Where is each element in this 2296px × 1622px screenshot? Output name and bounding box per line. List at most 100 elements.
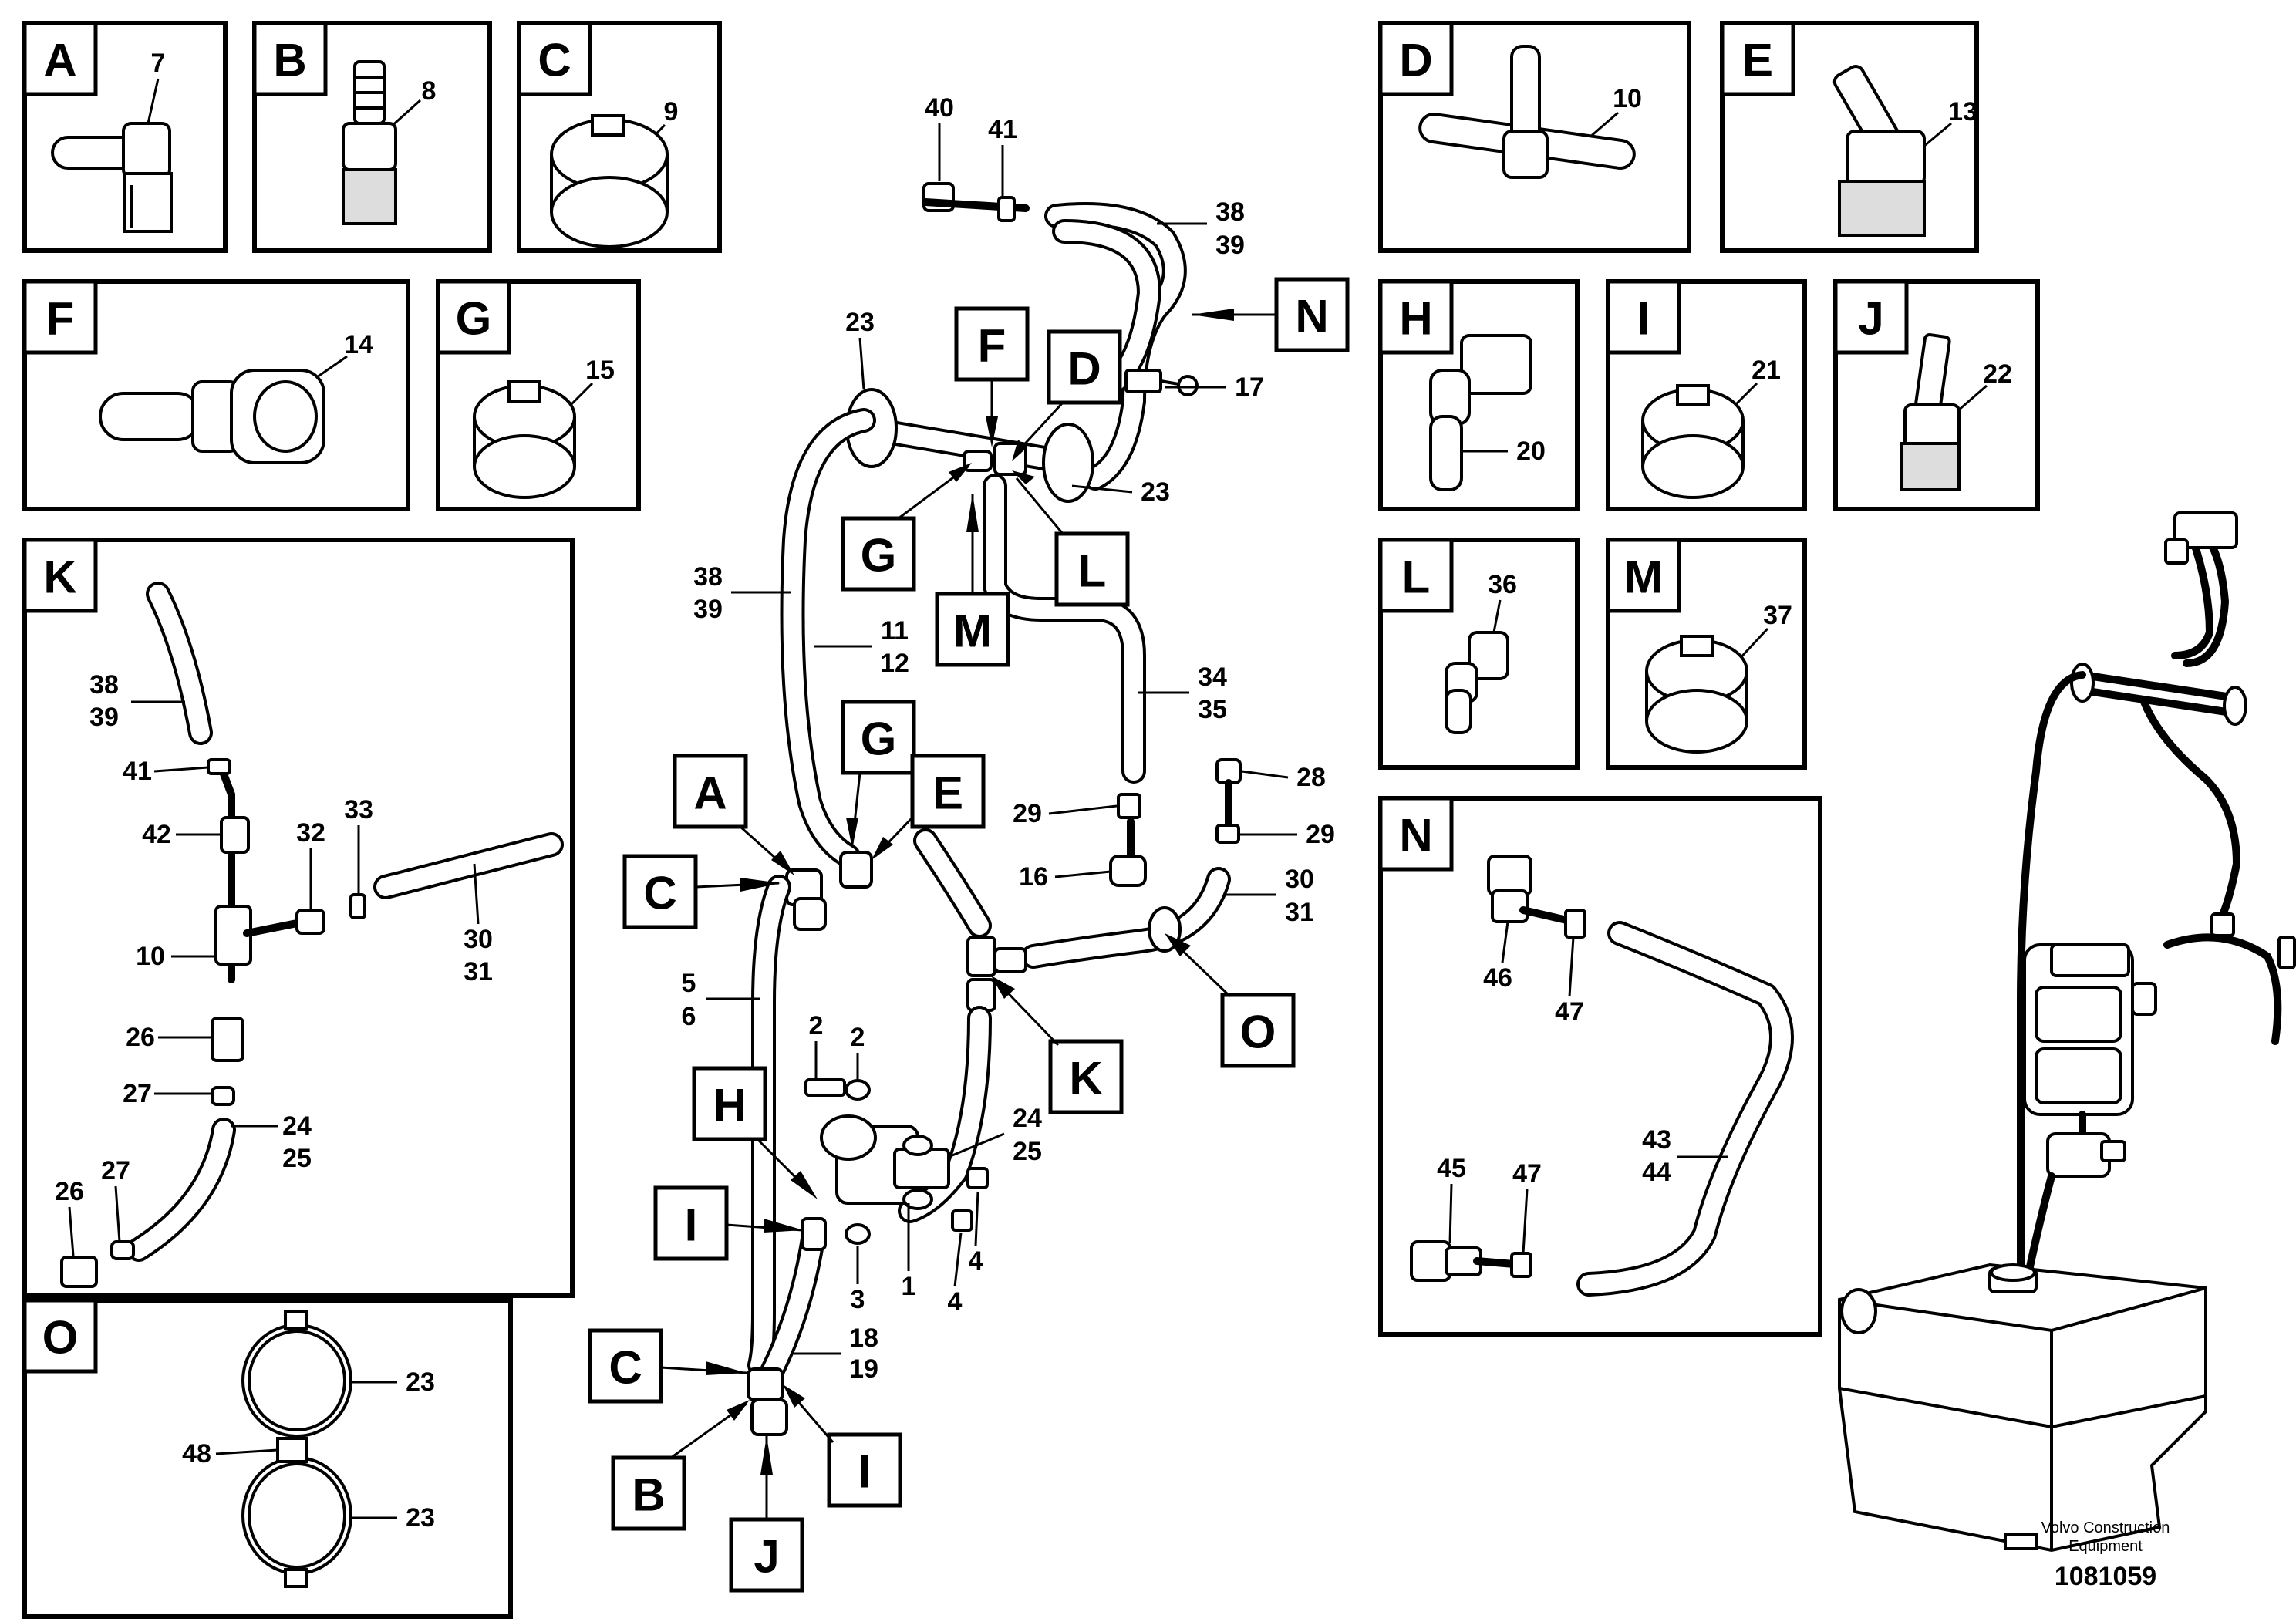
detail-letter-i: I	[1637, 293, 1650, 345]
callout-o: O	[1240, 1007, 1276, 1058]
company-name-line1: Volvo Construction	[2041, 1519, 2170, 1536]
part-number-3: 3	[851, 1285, 865, 1314]
callout-a: A	[693, 767, 727, 819]
part-number-10: 10	[1613, 84, 1642, 113]
part-number-9: 9	[664, 97, 679, 126]
detail-letter-f: F	[46, 293, 75, 345]
part-number-16: 16	[1019, 862, 1048, 892]
callout-c-2: C	[609, 1342, 642, 1394]
detail-box-j: J 22	[1833, 279, 2040, 511]
detail-letter-j: J	[1858, 293, 1883, 345]
part-number-46: 46	[1483, 963, 1512, 993]
callout-b: B	[632, 1469, 665, 1521]
fuel-filter-icon	[2023, 943, 2157, 1116]
detail-letter-k: K	[43, 551, 76, 603]
elbow-connector-icon	[51, 122, 173, 233]
part-number-7: 7	[151, 49, 166, 78]
n-hose-assembly	[1410, 855, 1794, 1297]
part-number-45: 45	[1437, 1154, 1466, 1183]
part-number-31: 31	[464, 957, 493, 986]
hose-clamp-icon	[473, 380, 576, 499]
part-number-23-b: 23	[1141, 477, 1170, 507]
detail-box-e: E 13	[1720, 21, 1979, 253]
part-number-18: 18	[849, 1324, 878, 1353]
callout-l: L	[1078, 545, 1107, 597]
part-number-25: 25	[282, 1144, 312, 1173]
part-number-39: 39	[1215, 231, 1245, 260]
detail-box-k: K 38 39 41 42 32 33	[22, 538, 575, 1298]
hose-clamp-icon	[550, 114, 669, 248]
detail-letter-h: H	[1399, 293, 1432, 345]
part-number-4-b: 4	[948, 1287, 963, 1317]
callout-g: G	[861, 530, 897, 582]
part-number-47: 47	[1555, 997, 1584, 1027]
part-number-23: 23	[406, 1367, 435, 1397]
part-number-11: 11	[881, 616, 909, 646]
part-number-25: 25	[1013, 1137, 1042, 1166]
part-number-30: 30	[1285, 865, 1314, 894]
quick-connector-icon	[342, 60, 397, 225]
detail-letter-b: B	[273, 35, 306, 86]
part-number-40: 40	[925, 93, 954, 123]
part-number-26: 26	[126, 1023, 155, 1052]
part-number-19: 19	[849, 1354, 878, 1384]
part-number-26-b: 26	[55, 1177, 84, 1206]
tee-connector-icon	[1418, 45, 1636, 179]
part-number-4: 4	[969, 1246, 983, 1276]
detail-letter-a: A	[43, 35, 76, 86]
part-number-22: 22	[1983, 359, 2012, 389]
part-number-47-b: 47	[1512, 1159, 1542, 1189]
hose-clamp-icon	[1641, 384, 1745, 499]
fuel-tank-icon	[1838, 1263, 2207, 1553]
overview-machine-illustration	[1838, 511, 2296, 1553]
callout-m: M	[953, 605, 992, 657]
part-number-5: 5	[682, 969, 696, 998]
detail-box-o: O 23 48 23	[22, 1298, 513, 1619]
double-clamp-icon	[241, 1310, 352, 1588]
detail-box-b: B 8	[252, 21, 492, 253]
detail-box-a: A 7	[22, 21, 228, 253]
part-number-6: 6	[682, 1002, 696, 1031]
elbow-connector-icon	[1429, 334, 1532, 491]
detail-letter-m: M	[1624, 551, 1663, 603]
part-number-38: 38	[89, 670, 119, 700]
part-number-10: 10	[136, 942, 165, 971]
part-number-42: 42	[142, 820, 171, 849]
detail-box-g: G 15	[436, 279, 641, 511]
detail-box-d: D 10	[1378, 21, 1691, 253]
detail-box-f: F 14	[22, 279, 410, 511]
detail-letter-o: O	[42, 1312, 79, 1364]
detail-letter-d: D	[1399, 35, 1432, 86]
part-number-27-b: 27	[101, 1156, 130, 1185]
part-number-12: 12	[880, 649, 909, 678]
part-number-24: 24	[282, 1111, 312, 1141]
part-number-44: 44	[1642, 1158, 1671, 1187]
angled-connector-icon	[1832, 65, 1926, 237]
part-number-37: 37	[1763, 601, 1792, 630]
callout-j: J	[754, 1531, 779, 1583]
document-number: 1081059	[2055, 1562, 2156, 1591]
straight-connector-icon	[99, 369, 325, 464]
callout-g-2: G	[861, 713, 897, 765]
part-number-30: 30	[464, 925, 493, 954]
part-number-24: 24	[1013, 1104, 1042, 1133]
part-number-27: 27	[123, 1079, 152, 1108]
part-number-36: 36	[1488, 570, 1517, 599]
elbow-connector-icon	[1445, 631, 1509, 734]
detail-letter-g: G	[456, 293, 492, 345]
quick-connector-icon	[1900, 333, 1961, 491]
part-number-8: 8	[422, 76, 437, 106]
detail-box-l: L 36	[1378, 538, 1580, 770]
detail-letter-l: L	[1402, 551, 1431, 603]
part-number-35: 35	[1198, 695, 1227, 724]
part-number-2: 2	[809, 1011, 824, 1040]
part-number-29-b: 29	[1306, 820, 1335, 849]
part-number-14: 14	[344, 330, 373, 359]
callout-f: F	[978, 320, 1006, 372]
part-number-28: 28	[1296, 763, 1326, 792]
detail-box-i: I 21	[1606, 279, 1807, 511]
callout-k: K	[1069, 1053, 1102, 1104]
part-number-39: 39	[89, 703, 119, 732]
part-number-41: 41	[123, 757, 152, 786]
